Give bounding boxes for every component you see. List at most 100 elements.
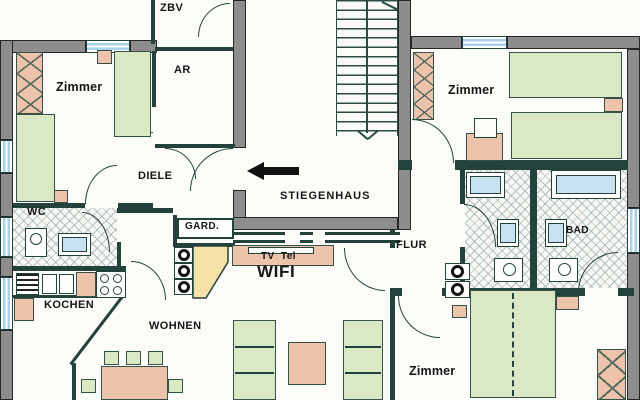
window	[0, 217, 13, 257]
bed-center-line	[512, 293, 514, 396]
room-label-zimmer-top-right: Zimmer	[448, 83, 495, 97]
toilet-bowl	[503, 263, 516, 276]
room-label-zbv: ZBV	[160, 2, 184, 14]
room-label-wohnen: WOHNEN	[149, 320, 202, 332]
wall-thin	[618, 288, 634, 296]
wall-thin	[72, 363, 76, 400]
room-label-wc: WC	[27, 206, 47, 218]
door-arc	[85, 165, 117, 204]
wall-glazed	[233, 232, 285, 243]
desk	[474, 118, 497, 138]
bathtub-inner	[556, 175, 616, 194]
wall-thin	[390, 291, 395, 400]
label-wifi: WIFI	[257, 262, 296, 281]
nightstand	[97, 50, 112, 64]
shaft-ring	[178, 249, 190, 261]
window	[627, 208, 640, 253]
sofa	[343, 320, 383, 400]
sofa	[233, 320, 276, 400]
wall	[411, 36, 462, 49]
wall-thin	[117, 208, 173, 213]
wall-thin	[173, 243, 235, 247]
chair	[148, 351, 163, 365]
sink	[59, 274, 74, 294]
garderobe-box	[177, 218, 234, 239]
room-label-zimmer-bottom-right: Zimmer	[409, 364, 456, 378]
washbasin-inner	[62, 237, 87, 252]
room-label-kochen: KOCHEN	[44, 299, 95, 311]
room-label-flur: FLUR	[396, 239, 427, 251]
nightstand	[452, 305, 467, 318]
wall-glazed	[325, 232, 400, 243]
bed	[509, 52, 622, 98]
toilet-bowl	[30, 233, 42, 245]
sofa-divider	[235, 346, 274, 348]
wall-thin	[13, 295, 125, 298]
door-arc	[198, 3, 230, 37]
staircase-divider	[366, 0, 368, 133]
room-label-gard: GARD.	[185, 221, 220, 232]
room-label-bad: BAD	[566, 225, 589, 236]
sofa-divider	[235, 372, 274, 374]
bed	[511, 112, 622, 159]
wall	[233, 0, 246, 148]
door-arc	[412, 119, 454, 163]
wall	[0, 40, 13, 140]
washbasin-inner	[500, 223, 516, 243]
chair	[104, 351, 119, 365]
wall	[627, 49, 640, 208]
wall-thin	[117, 242, 121, 266]
wall-thin	[460, 168, 465, 204]
washbasin-inner	[548, 223, 564, 243]
bathtub-inner	[470, 176, 501, 194]
door-arc	[131, 261, 166, 300]
wall	[0, 257, 13, 277]
toilet-bowl	[558, 263, 571, 276]
shaft-ring	[451, 265, 464, 278]
wall	[233, 217, 398, 230]
nightstand	[556, 296, 579, 310]
wall-thin	[530, 162, 537, 288]
nightstand	[54, 190, 68, 203]
window	[0, 140, 13, 173]
shaft-ring	[178, 265, 190, 277]
counter	[76, 272, 96, 297]
door-arc	[344, 248, 385, 291]
chair	[81, 379, 96, 393]
room-label-zimmer-top-left: Zimmer	[56, 80, 103, 94]
wall	[0, 173, 13, 217]
wall-thin	[455, 160, 628, 170]
wall	[398, 0, 411, 230]
window	[0, 277, 13, 330]
label-tv-tel: TV Tel	[261, 251, 296, 262]
burner	[100, 274, 109, 283]
wall-thin	[155, 47, 233, 51]
room-label-diele: DIELE	[138, 170, 173, 182]
kitchen-appliance	[16, 273, 39, 295]
chair	[126, 351, 141, 365]
wall-thin	[155, 144, 235, 148]
wall	[507, 36, 640, 49]
wall-thin	[390, 288, 402, 296]
wall-thin	[118, 203, 153, 208]
wall-thin	[173, 215, 177, 247]
wall	[627, 253, 640, 400]
sofa-divider	[345, 372, 381, 374]
wall-glazed	[300, 232, 313, 243]
sofa-divider	[345, 346, 381, 348]
wall-thin	[398, 160, 412, 170]
bed	[114, 51, 151, 137]
dining-table	[101, 366, 168, 400]
shaft-ring	[451, 283, 464, 296]
burner	[113, 274, 122, 283]
sink	[42, 274, 57, 294]
wardrobe	[413, 52, 434, 120]
burner	[100, 286, 109, 295]
wardrobe	[16, 52, 43, 114]
counter	[14, 298, 34, 321]
coffee-table	[288, 342, 326, 385]
room-label-stiegenhaus: STIEGENHAUS	[280, 190, 371, 202]
shaft-ring	[178, 281, 190, 293]
cabinet-yellow	[192, 245, 229, 299]
wardrobe	[597, 349, 626, 400]
